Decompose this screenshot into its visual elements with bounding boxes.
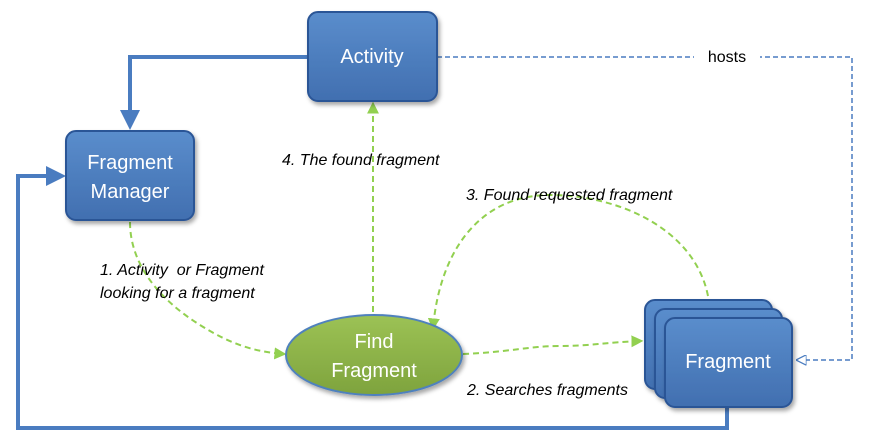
find-fragment-label-line2: Fragment bbox=[331, 360, 417, 382]
fragment-manager-label-line2: Manager bbox=[91, 181, 170, 203]
fragment-manager-node: Fragment Manager bbox=[65, 130, 195, 221]
fragment-stack-front bbox=[664, 317, 793, 408]
fragment-stack-node: Fragment bbox=[644, 299, 793, 408]
activity-to-manager-arrow bbox=[120, 55, 308, 130]
step3-label: 3. Found requested fragment bbox=[466, 187, 673, 204]
step1-label-line2: looking for a fragment bbox=[100, 285, 255, 302]
hosts-dashed-line bbox=[437, 56, 853, 360]
hosts-label: hosts bbox=[708, 49, 746, 66]
fragment-label: Fragment bbox=[685, 351, 771, 373]
step3-arrow bbox=[427, 193, 709, 331]
hosts-label-bg bbox=[694, 46, 760, 68]
activity-label: Activity bbox=[340, 46, 403, 68]
step1-arrow bbox=[129, 221, 287, 360]
step2-label: 2. Searches fragments bbox=[466, 382, 628, 399]
find-fragment-label-line1: Find bbox=[355, 331, 394, 353]
activity-node: Activity bbox=[307, 11, 438, 102]
fragment-manager-label-line1: Fragment bbox=[87, 152, 173, 174]
step4-label: 4. The found fragment bbox=[282, 152, 440, 169]
step2-arrow bbox=[462, 335, 644, 355]
step1-label-line1: 1. Activity or Fragment bbox=[100, 262, 264, 279]
find-fragment-node: Find Fragment bbox=[285, 314, 463, 396]
fragment-to-manager-arrow bbox=[16, 166, 729, 430]
